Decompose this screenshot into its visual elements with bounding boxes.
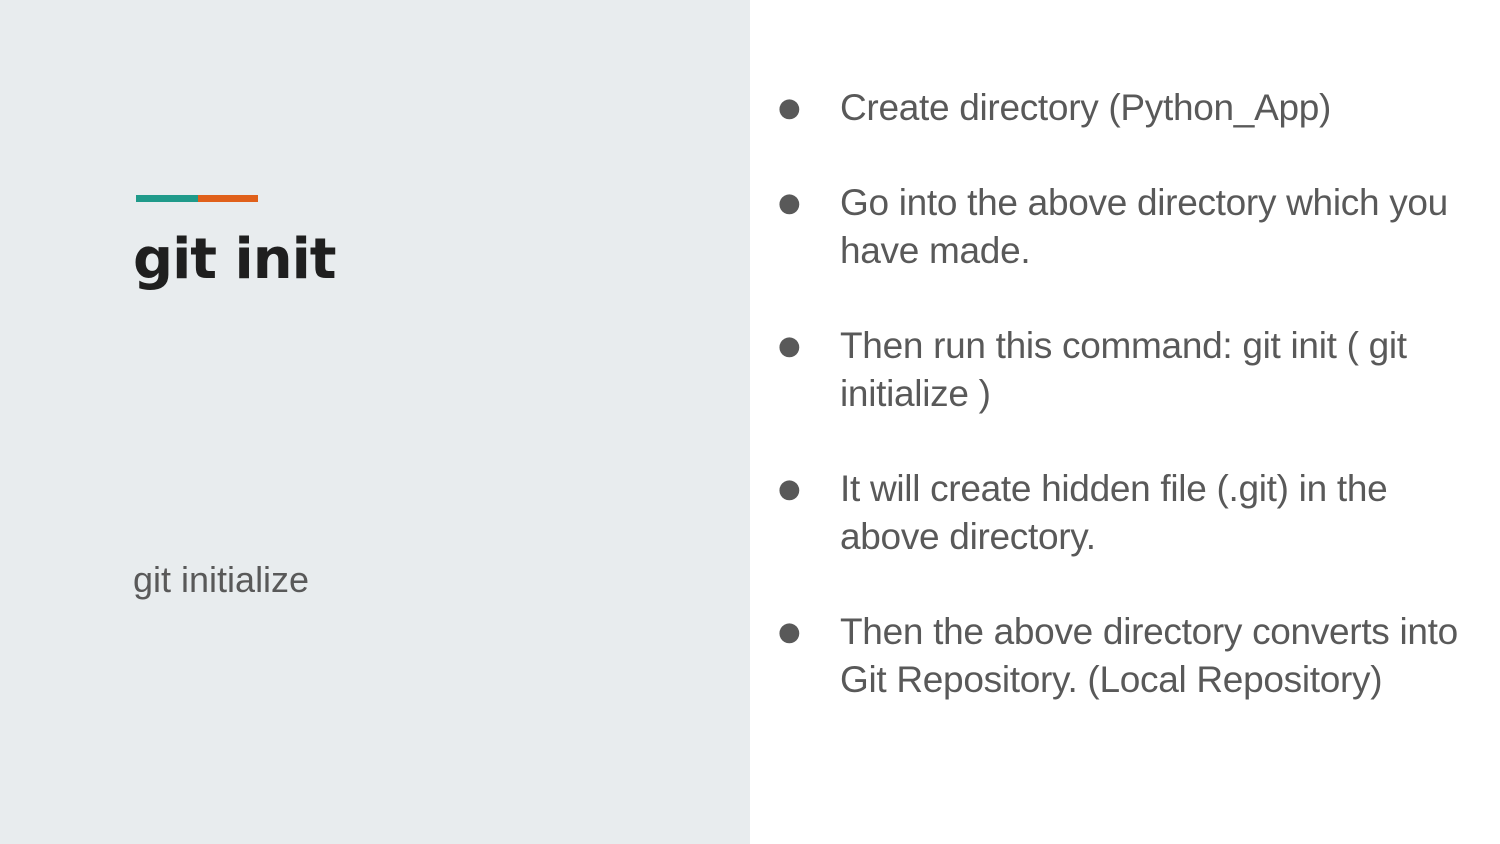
- left-panel: git init git initialize: [0, 0, 750, 844]
- bullet-text: Go into the above directory which you ha…: [840, 182, 1448, 271]
- bullet-dot-icon: ●: [778, 188, 801, 218]
- bullet-item: ● It will create hidden file (.git) in t…: [778, 465, 1483, 561]
- accent-bar: [136, 195, 258, 202]
- bullet-item: ● Then the above directory converts into…: [778, 608, 1483, 704]
- bullet-item: ● Create directory (Python_App): [778, 84, 1483, 132]
- bullet-text: It will create hidden file (.git) in the…: [840, 468, 1388, 557]
- bullet-dot-icon: ●: [778, 474, 801, 504]
- right-panel: ● Create directory (Python_App) ● Go int…: [750, 0, 1500, 844]
- bullet-text: Then run this command: git init ( git in…: [840, 325, 1407, 414]
- slide-title: git init: [133, 227, 337, 292]
- bullet-text: Then the above directory converts into G…: [840, 611, 1458, 700]
- bullet-list: ● Create directory (Python_App) ● Go int…: [778, 84, 1483, 751]
- bullet-dot-icon: ●: [778, 93, 801, 123]
- accent-bar-teal-segment: [136, 195, 198, 202]
- bullet-item: ● Go into the above directory which you …: [778, 179, 1483, 275]
- accent-bar-orange-segment: [198, 195, 258, 202]
- bullet-item: ● Then run this command: git init ( git …: [778, 322, 1483, 418]
- bullet-text: Create directory (Python_App): [840, 87, 1332, 128]
- bullet-dot-icon: ●: [778, 331, 801, 361]
- slide-subtitle: git initialize: [133, 559, 310, 600]
- bullet-dot-icon: ●: [778, 617, 801, 647]
